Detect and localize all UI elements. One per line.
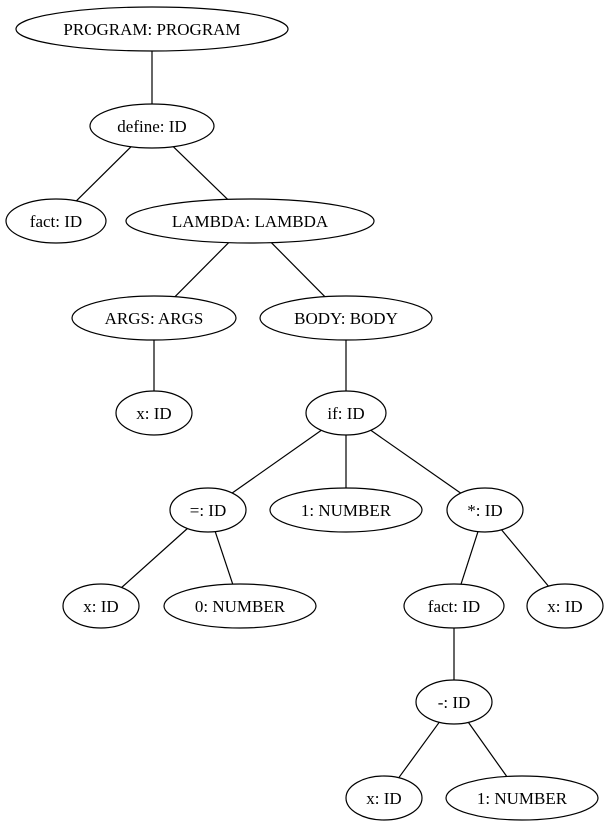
node-label: x: ID (547, 597, 582, 616)
node-label: x: ID (83, 597, 118, 616)
node-ellipse (305, 390, 387, 436)
node-ellipse (125, 198, 375, 244)
tree-node-n17: 1: NUMBER (445, 775, 599, 821)
node-ellipse (259, 295, 433, 341)
node-ellipse (15, 6, 289, 52)
node-label: if: ID (327, 404, 364, 423)
node-ellipse (446, 487, 524, 533)
node-label: x: ID (136, 404, 171, 423)
node-ellipse (62, 583, 140, 629)
tree-node-n11: x: ID (62, 583, 140, 629)
tree-edge-n10-n13 (460, 531, 479, 585)
node-label: ARGS: ARGS (105, 309, 204, 328)
node-label: PROGRAM: PROGRAM (63, 20, 240, 39)
node-ellipse (163, 583, 317, 629)
tree-node-n5: BODY: BODY (259, 295, 433, 341)
node-label: fact: ID (30, 212, 82, 231)
tree-edge-n1-n3 (172, 146, 229, 200)
node-ellipse (415, 679, 493, 725)
nodes-layer: PROGRAM: PROGRAM define: ID fact: ID LAMBDA… (5, 6, 604, 821)
tree-edge-n3-n5 (270, 242, 326, 298)
tree-node-n14: x: ID (526, 583, 604, 629)
node-label: define: ID (117, 117, 186, 136)
tree-node-n6: x: ID (115, 390, 193, 436)
node-label: 0: NUMBER (195, 597, 286, 616)
tree-edge-n1-n2 (75, 146, 132, 202)
node-ellipse (115, 390, 193, 436)
tree-edge-n7-n10 (370, 429, 462, 494)
node-label: BODY: BODY (294, 309, 398, 328)
node-label: 1: NUMBER (477, 789, 568, 808)
tree-node-n12: 0: NUMBER (163, 583, 317, 629)
node-ellipse (89, 103, 215, 149)
tree-node-n15: -: ID (415, 679, 493, 725)
node-ellipse (269, 487, 423, 533)
node-label: *: ID (467, 501, 502, 520)
tree-node-n7: if: ID (305, 390, 387, 436)
tree-edge-n3-n4 (174, 242, 230, 298)
tree-node-n13: fact: ID (403, 583, 505, 629)
node-ellipse (71, 295, 237, 341)
tree-node-n9: 1: NUMBER (269, 487, 423, 533)
tree-node-n10: *: ID (446, 487, 524, 533)
node-label: x: ID (366, 789, 401, 808)
tree-node-n2: fact: ID (5, 198, 107, 244)
edges-layer (75, 51, 549, 779)
tree-edge-n8-n11 (121, 528, 188, 588)
tree-edge-n15-n16 (398, 721, 440, 779)
node-ellipse (526, 583, 604, 629)
node-ellipse (169, 487, 247, 533)
tree-node-n3: LAMBDA: LAMBDA (125, 198, 375, 244)
tree-edge-n7-n8 (231, 429, 322, 494)
tree-edge-n8-n12 (214, 531, 234, 585)
node-ellipse (445, 775, 599, 821)
tree-node-n4: ARGS: ARGS (71, 295, 237, 341)
node-label: =: ID (190, 501, 227, 520)
tree-edge-n10-n14 (501, 529, 549, 587)
tree-edge-n15-n17 (467, 722, 508, 777)
node-label: 1: NUMBER (301, 501, 392, 520)
tree-node-n8: =: ID (169, 487, 247, 533)
node-ellipse (5, 198, 107, 244)
node-ellipse (345, 775, 423, 821)
tree-node-n0: PROGRAM: PROGRAM (15, 6, 289, 52)
tree-node-n1: define: ID (89, 103, 215, 149)
tree-node-n16: x: ID (345, 775, 423, 821)
node-label: fact: ID (428, 597, 480, 616)
node-label: -: ID (438, 693, 471, 712)
node-label: LAMBDA: LAMBDA (172, 212, 329, 231)
node-ellipse (403, 583, 505, 629)
